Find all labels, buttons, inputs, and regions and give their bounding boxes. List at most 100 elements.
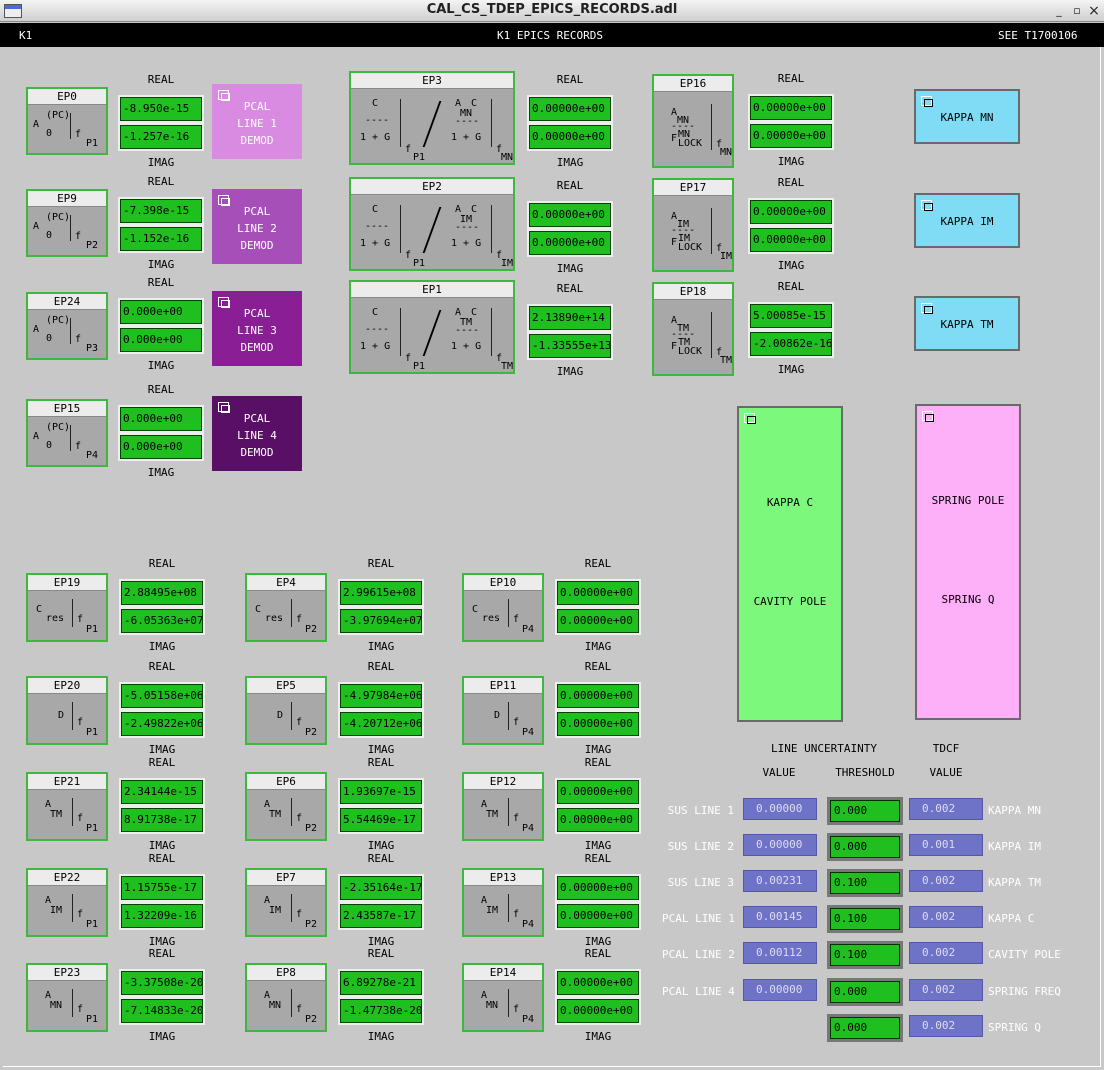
record-ep16-real-field: 0.00000e+00 xyxy=(748,94,834,122)
evaluation-bar xyxy=(72,702,73,730)
kappa-tm-button[interactable]: KAPPA TM xyxy=(914,296,1020,351)
symbol-a: A xyxy=(45,990,52,1001)
subscript: P2 xyxy=(305,727,318,738)
record-ep0-imag-field: -1.257e-16 xyxy=(118,123,204,151)
record-ep8-imag-field: -1.47738e-20 xyxy=(338,997,424,1025)
subscript: P4 xyxy=(522,919,535,930)
record-ep22-imag-value: 1.32209e-16 xyxy=(121,904,203,928)
record-ep2-real-value: 0.00000e+00 xyxy=(529,203,611,227)
subscript: P2 xyxy=(305,1014,318,1025)
evaluation-bar xyxy=(70,425,71,451)
record-ep2-real-field: 0.00000e+00 xyxy=(527,201,613,229)
record-ep3-imag-field: 0.00000e+00 xyxy=(527,123,613,151)
tdcf-name: CAVITY POLE xyxy=(988,948,1061,961)
tdcf-name: SPRING FREQ xyxy=(988,985,1061,998)
button-label-3: DEMOD xyxy=(240,341,274,354)
minimize-icon[interactable]: _ xyxy=(1056,4,1062,17)
kappa-im-button[interactable]: KAPPA IM xyxy=(914,193,1020,248)
symbol-c: C xyxy=(372,204,379,215)
real-label: REAL xyxy=(777,72,805,85)
window-menu-icon[interactable] xyxy=(4,4,22,18)
symbol-f: f xyxy=(296,909,303,920)
threshold-value[interactable]: 0.000 xyxy=(830,981,900,1003)
record-ep16-imag-value: 0.00000e+00 xyxy=(750,124,832,148)
record-id: EP20 xyxy=(28,678,106,694)
record-ep8-real-field: 6.89278e-21 xyxy=(338,969,424,997)
line-label: SUS LINE 1 xyxy=(667,804,734,817)
button-label: KAPPA MN xyxy=(940,111,994,124)
button-label-1: PCAL xyxy=(243,205,271,218)
symbol-a: A xyxy=(671,211,678,222)
imag-label: IMAG xyxy=(367,743,395,756)
threshold-value[interactable]: 0.100 xyxy=(830,908,900,930)
subscript-res: res xyxy=(265,613,284,624)
subscript-res: res xyxy=(482,613,501,624)
record-ep6-imag-field: 5.54469e-17 xyxy=(338,806,424,834)
threshold-value[interactable]: 0.000 xyxy=(830,836,900,858)
record-ep18-imag-field: -2.00862e-16 xyxy=(748,330,834,358)
symbol-f: f xyxy=(405,353,412,364)
close-icon[interactable]: × xyxy=(1088,3,1100,19)
threshold-field[interactable]: 0.000 xyxy=(827,978,903,1006)
window-title: CAL_CS_TDEP_EPICS_RECORDS.adl xyxy=(426,2,678,17)
record-ep1-real-field: 2.13890e+14 xyxy=(527,304,613,332)
evaluation-bar xyxy=(508,798,509,826)
header-ifo: K1 xyxy=(19,29,33,42)
threshold-value[interactable]: 0.100 xyxy=(830,872,900,894)
uncertainty-value: 0.00231 xyxy=(743,870,817,892)
symbol-a: A xyxy=(455,98,462,109)
threshold-field[interactable]: 0.100 xyxy=(827,869,903,897)
threshold-field[interactable]: 0.000 xyxy=(827,797,903,825)
symbol-f: f xyxy=(296,717,303,728)
record-ep24-real-field: 0.000e+00 xyxy=(118,298,204,326)
actuator-subscript: MN xyxy=(677,115,690,126)
maximize-icon[interactable]: ▫ xyxy=(1073,4,1081,17)
subscript: P1 xyxy=(86,1014,99,1025)
real-label: REAL xyxy=(367,660,395,673)
real-label: REAL xyxy=(148,947,176,960)
threshold-field[interactable]: 0.100 xyxy=(827,941,903,969)
kappa-mn-button[interactable]: KAPPA MN xyxy=(914,89,1020,144)
imag-label: IMAG xyxy=(777,155,805,168)
fraction-line: ---- xyxy=(671,329,696,340)
subscript: TM xyxy=(501,361,514,372)
record-id: EP2 xyxy=(351,179,513,195)
threshold-field[interactable]: 0.000 xyxy=(827,1014,903,1042)
record-id: EP15 xyxy=(28,401,106,417)
record-ep23-imag-value: -7.14833e-20 xyxy=(121,999,203,1023)
record-ep12-real-value: 0.00000e+00 xyxy=(557,780,639,804)
threshold-field[interactable]: 0.100 xyxy=(827,905,903,933)
record-ep21-imag-field: 8.91738e-17 xyxy=(119,806,205,834)
real-label: REAL xyxy=(148,660,176,673)
record-id: EP24 xyxy=(28,294,106,310)
record-ep11-imag-value: 0.00000e+00 xyxy=(557,712,639,736)
record-ep19-imag-field: -6.05363e+07 xyxy=(119,607,205,635)
threshold-value[interactable]: 0.100 xyxy=(830,944,900,966)
fraction-line: ---- xyxy=(365,324,390,335)
evaluation-bar xyxy=(291,894,292,922)
symbol-pc: (PC) xyxy=(46,315,71,326)
threshold-value[interactable]: 0.000 xyxy=(830,800,900,822)
threshold-value[interactable]: 0.000 xyxy=(830,1017,900,1039)
record-ep15-imag-value: 0.000e+00 xyxy=(120,435,202,459)
record-ep5-real-value: -4.97984e+06 xyxy=(340,684,422,708)
record-ep2-imag-value: 0.00000e+00 xyxy=(529,231,611,255)
button-label-1: PCAL xyxy=(243,307,271,320)
record-ep2-imag-field: 0.00000e+00 xyxy=(527,229,613,257)
imag-label: IMAG xyxy=(147,466,175,479)
divide-slash xyxy=(422,310,442,356)
actuator-subscript: TM xyxy=(269,809,282,820)
symbol-f: f xyxy=(405,250,412,261)
threshold-field[interactable]: 0.000 xyxy=(827,833,903,861)
header-bar: K1 K1 EPICS RECORDS SEE T1700106 xyxy=(0,23,1104,47)
button-label: KAPPA IM xyxy=(940,215,994,228)
